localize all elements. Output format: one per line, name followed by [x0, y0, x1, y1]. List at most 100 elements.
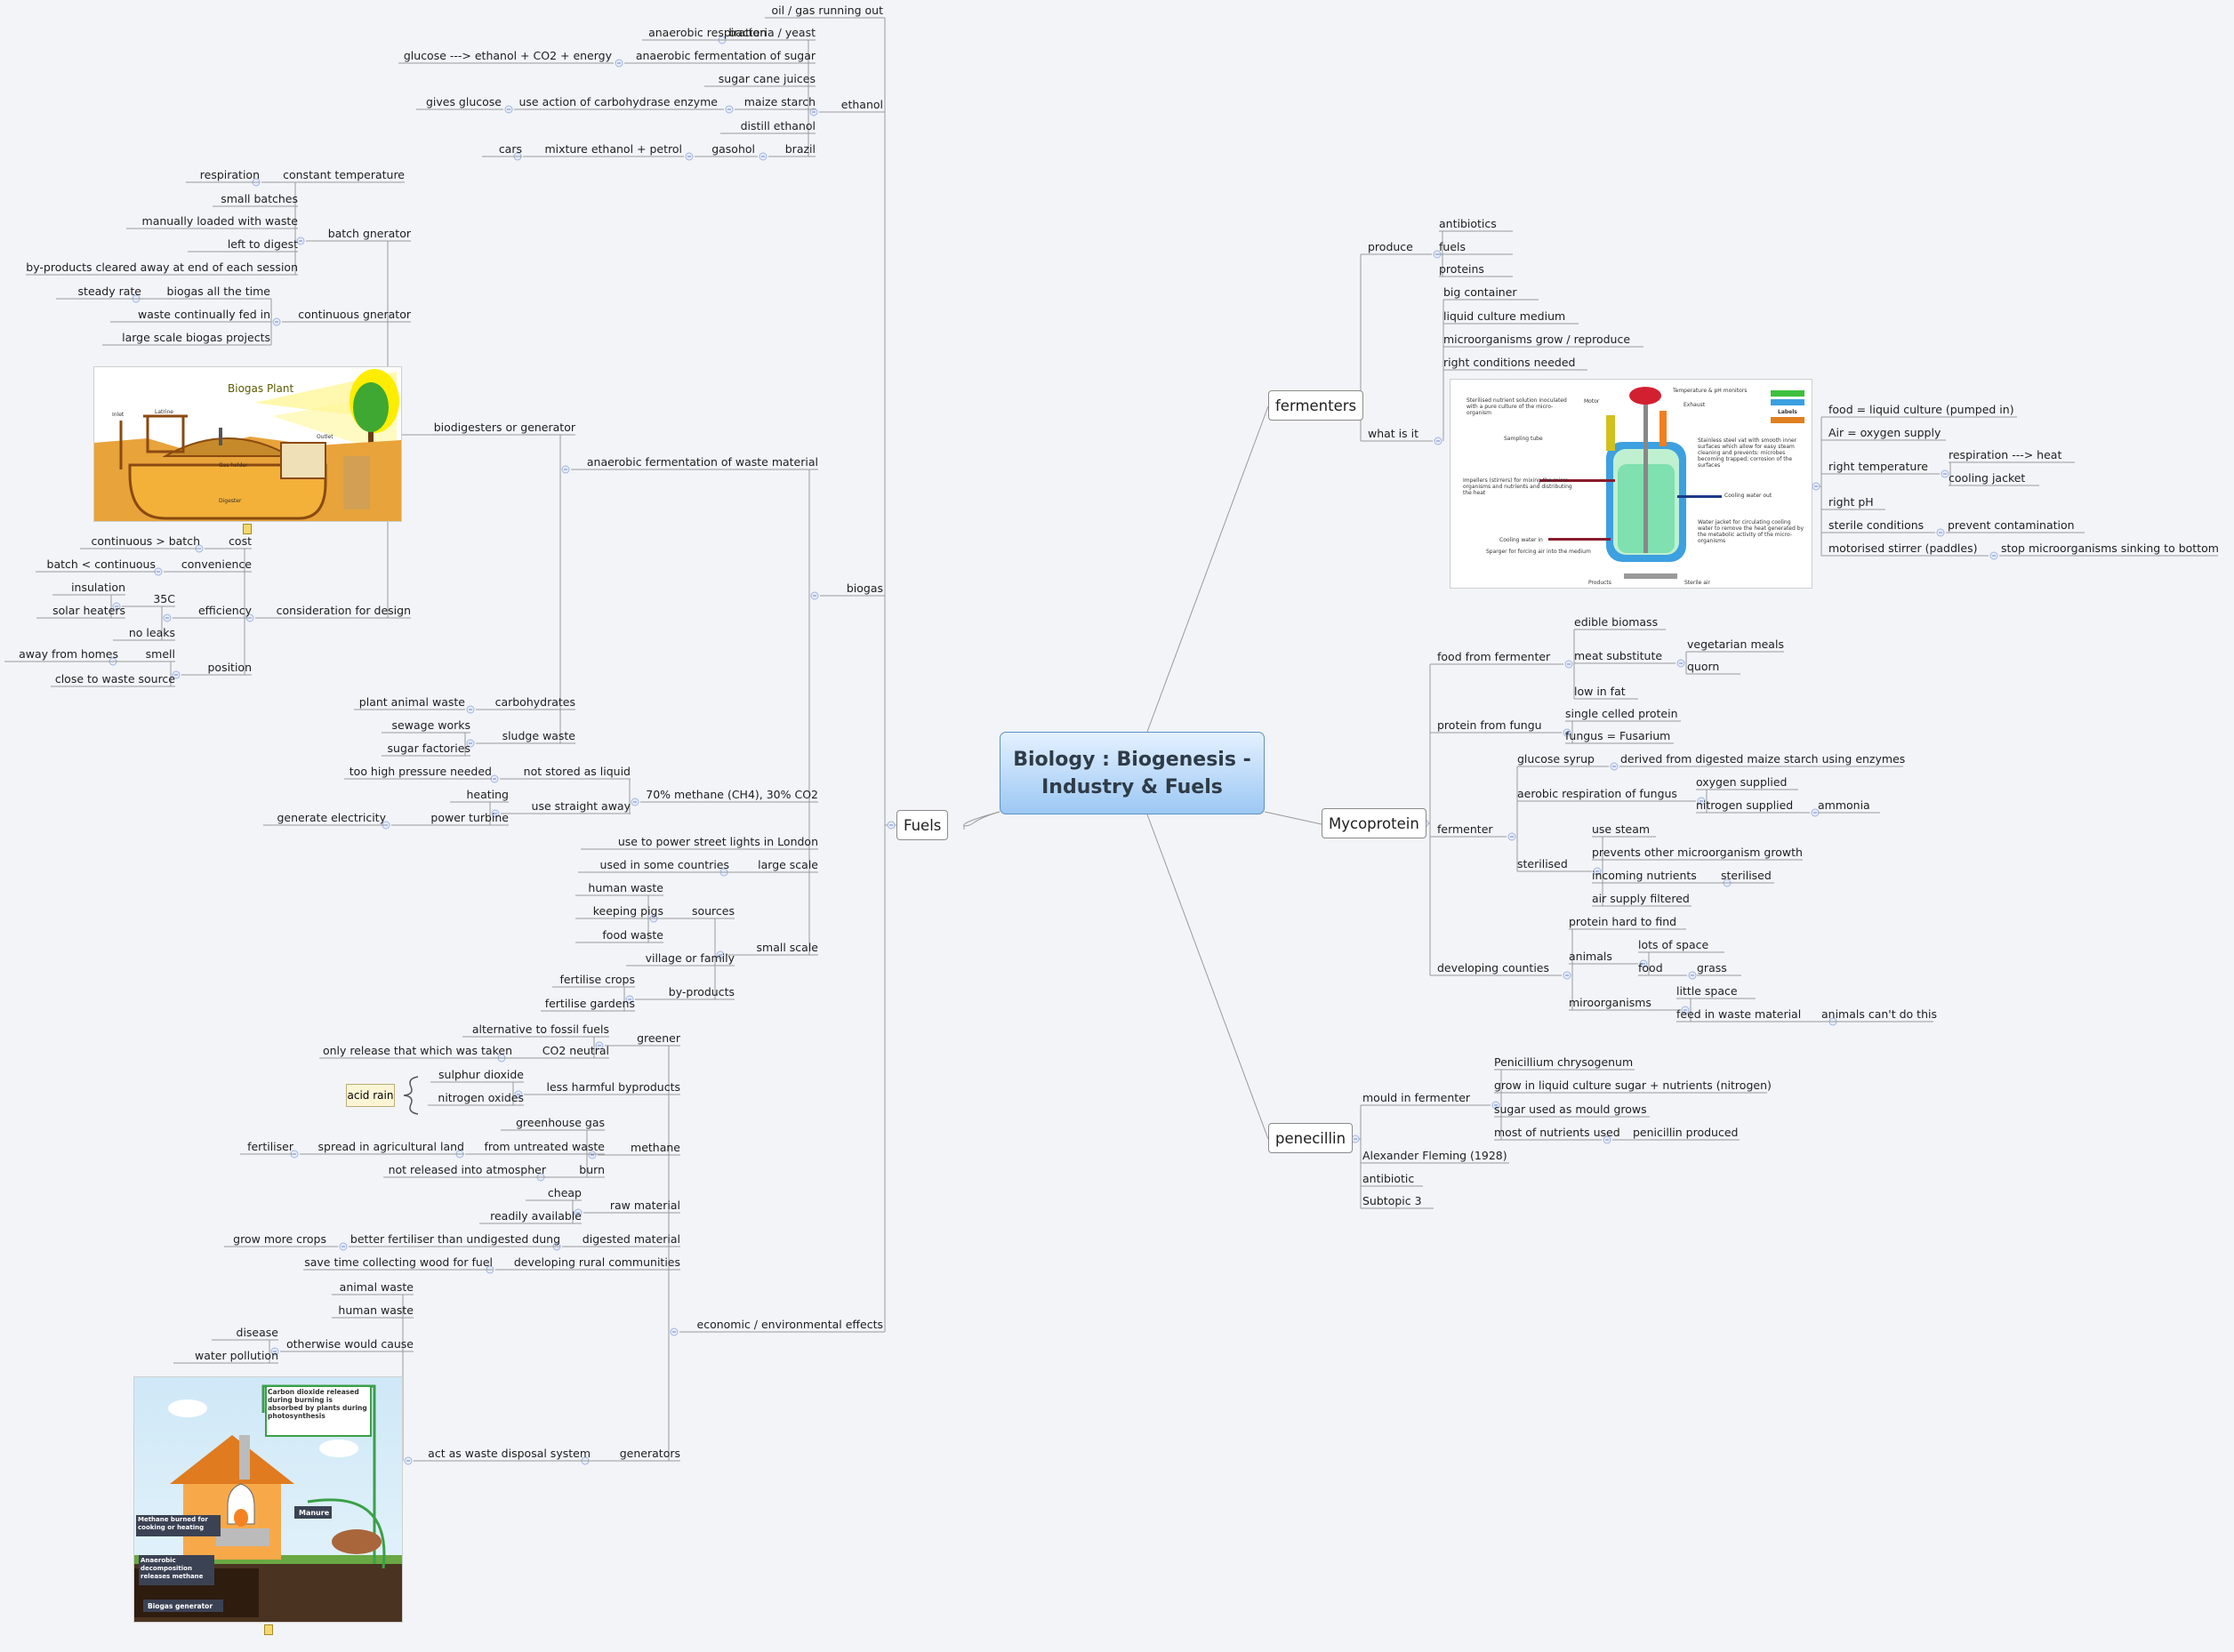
topic-sugar-cane[interactable]: sugar cane juices [718, 72, 816, 85]
topic-methane70[interactable]: 70% methane (CH4), 30% CO2 [646, 788, 818, 801]
topic-fertiliser[interactable]: fertiliser [247, 1140, 293, 1153]
topic-water-pollution[interactable]: water pollution [195, 1349, 278, 1362]
topic-econ[interactable]: economic / environmental effects [696, 1318, 883, 1331]
topic-continuous[interactable]: continuous gnerator [298, 308, 411, 321]
topic-food[interactable]: food = liquid culture (pumped in) [1828, 403, 2014, 416]
topic-brazil[interactable]: brazil [784, 142, 816, 156]
topic-alt-fossil[interactable]: alternative to fossil fuels [471, 1022, 609, 1036]
topic-large-projects[interactable]: large scale biogas projects [122, 331, 270, 344]
topic-cars[interactable]: cars [498, 142, 522, 156]
topic-protein-hard[interactable]: protein hard to find [1569, 915, 1677, 928]
topic-some-countries[interactable]: used in some countries [599, 858, 729, 871]
topic-nitrogen-ox[interactable]: nitrogen oxides [438, 1091, 524, 1104]
topic-food-waste[interactable]: food waste [602, 928, 663, 942]
topic-chrysogenum[interactable]: Penicillium chrysogenum [1494, 1055, 1634, 1069]
topic-street-lights[interactable]: use to power street lights in London [617, 835, 818, 848]
topic-fermenter[interactable]: fermenter [1437, 822, 1493, 836]
topic-prevents-other[interactable]: prevents other microorganism growth [1592, 846, 1803, 859]
note-icon[interactable] [264, 1624, 273, 1635]
topic-subtopic[interactable]: Subtopic 3 [1362, 1194, 1422, 1207]
topic-readily[interactable]: readily available [490, 1209, 582, 1223]
topic-only-release[interactable]: only release that which was taken [322, 1044, 512, 1057]
topic-anaerobic-resp[interactable]: anaerobic respiration [648, 26, 767, 39]
topic-human-waste[interactable]: human waste [588, 881, 663, 894]
topic-lots-space[interactable]: lots of space [1638, 938, 1709, 951]
topic-otherwise[interactable]: otherwise would cause [285, 1337, 414, 1351]
topic-cheap[interactable]: cheap [547, 1186, 582, 1199]
topic-constant-temp[interactable]: constant temperature [283, 168, 405, 181]
topic-plant-animal[interactable]: plant animal waste [358, 695, 465, 709]
topic-better-fert[interactable]: better fertiliser than undigested dung [350, 1232, 560, 1246]
topic-less-harmful[interactable]: less harmful byproducts [546, 1080, 680, 1094]
topic-byproducts[interactable]: by-products [668, 985, 735, 998]
topic-sterilised2[interactable]: sterilised [1721, 869, 1772, 882]
topic-sulphur[interactable]: sulphur dioxide [438, 1068, 524, 1081]
topic-co2-neutral[interactable]: CO2 neutral [542, 1044, 609, 1057]
topic-convenience[interactable]: convenience [181, 557, 252, 571]
topic-manually[interactable]: manually loaded with waste [141, 214, 298, 228]
topic-stop-sinking[interactable]: stop microorganisms sinking to bottom [2001, 541, 2219, 555]
topic-ethanol[interactable]: ethanol [840, 98, 883, 111]
topic-not-liquid[interactable]: not stored as liquid [523, 765, 631, 778]
topic-microorganisms[interactable]: miroorganisms [1569, 996, 1651, 1009]
topic-meat-sub[interactable]: meat substitute [1574, 649, 1663, 662]
topic-sewage[interactable]: sewage works [391, 718, 470, 732]
topic-air[interactable]: Air = oxygen supply [1828, 426, 1941, 439]
topic-derived[interactable]: derived from digested maize starch using… [1620, 752, 1906, 766]
topic-grow-crops[interactable]: grow more crops [233, 1232, 326, 1246]
topic-waste-disposal[interactable]: act as waste disposal system [428, 1447, 591, 1460]
topic-produce[interactable]: produce [1368, 240, 1413, 253]
topic-low-fat[interactable]: low in fat [1574, 685, 1626, 698]
topic-greenhouse[interactable]: greenhouse gas [516, 1116, 605, 1129]
topic-generators[interactable]: generators [619, 1447, 680, 1460]
branch-penicillin[interactable]: penecillin [1268, 1123, 1354, 1153]
topic-food[interactable]: food [1638, 961, 1663, 974]
topic-use-steam[interactable]: use steam [1592, 822, 1651, 836]
topic-animal-waste[interactable]: animal waste [339, 1280, 414, 1294]
topic-human-waste2[interactable]: human waste [338, 1303, 414, 1317]
topic-insulation[interactable]: insulation [71, 581, 125, 594]
central-topic[interactable]: Biology : Biogenesis -Industry & Fuels [1000, 732, 1265, 814]
topic-air-filtered[interactable]: air supply filtered [1592, 892, 1690, 905]
topic-c35[interactable]: 35C [153, 592, 175, 605]
topic-burn[interactable]: burn [579, 1163, 605, 1176]
topic-edible[interactable]: edible biomass [1574, 615, 1659, 629]
topic-untreated[interactable]: from untreated waste [484, 1140, 605, 1153]
topic-fusarium[interactable]: fungus = Fusarium [1565, 729, 1671, 742]
topic-oil[interactable]: oil / gas running out [771, 4, 883, 17]
topic-keeping-pigs[interactable]: keeping pigs [592, 904, 663, 918]
topic-heating[interactable]: heating [466, 788, 509, 801]
topic-close-waste[interactable]: close to waste source [54, 672, 175, 686]
topic-oxygen[interactable]: oxygen supplied [1696, 775, 1788, 789]
topic-sterile[interactable]: sterile conditions [1828, 518, 1925, 532]
topic-efficiency[interactable]: efficiency [197, 604, 252, 617]
topic-mould[interactable]: mould in fermenter [1362, 1091, 1471, 1104]
topic-disease[interactable]: disease [236, 1326, 278, 1339]
topic-electricity[interactable]: generate electricity [277, 811, 387, 824]
topic-protein-fungu[interactable]: protein from fungu [1437, 718, 1542, 732]
topic-animals[interactable]: animals [1569, 950, 1612, 963]
topic-small-batches[interactable]: small batches [221, 192, 298, 205]
topic-waste-fed[interactable]: waste continually fed in [138, 308, 270, 321]
topic-resp-heat[interactable]: respiration ---> heat [1949, 448, 2062, 461]
topic-solar[interactable]: solar heaters [52, 604, 125, 617]
topic-mixture[interactable]: mixture ethanol + petrol [544, 142, 682, 156]
topic-byproducts-cleared[interactable]: by-products cleared away at end of each … [26, 261, 298, 274]
topic-position[interactable]: position [207, 661, 252, 674]
topic-biogas[interactable]: biogas [846, 581, 883, 595]
topic-respiration[interactable]: respiration [199, 168, 260, 181]
topic-cost[interactable]: cost [229, 534, 252, 548]
topic-straight-away[interactable]: use straight away [531, 799, 631, 813]
topic-spread[interactable]: spread in agricultural land [317, 1140, 464, 1153]
topic-batch[interactable]: batch gnerator [327, 227, 411, 240]
topic-glucose-eq[interactable]: glucose ---> ethanol + CO2 + energy [403, 49, 612, 62]
topic-single-cell[interactable]: single celled protein [1565, 707, 1678, 720]
topic-away-homes[interactable]: away from homes [19, 647, 118, 661]
topic-grow-reproduce[interactable]: microorganisms grow / reproduce [1443, 333, 1631, 346]
topic-save-time[interactable]: save time collecting wood for fuel [304, 1255, 493, 1269]
topic-liquid-medium[interactable]: liquid culture medium [1443, 309, 1566, 323]
topic-left-digest[interactable]: left to digest [227, 237, 298, 251]
topic-raw-material[interactable]: raw material [609, 1199, 680, 1212]
topic-rural[interactable]: developing rural communities [513, 1255, 680, 1269]
topic-fert-crops[interactable]: fertilise crops [559, 973, 635, 986]
